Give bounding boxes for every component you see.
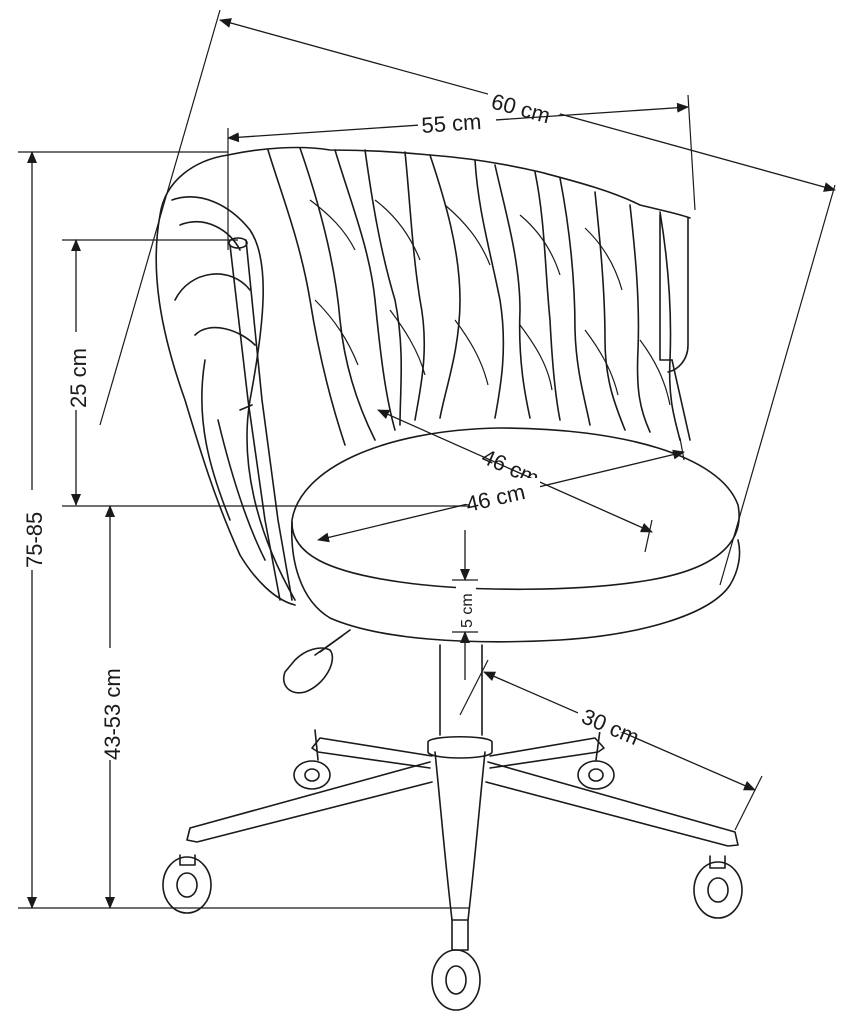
seat-height-label: 43-53 cm <box>100 668 125 760</box>
casters <box>162 760 743 1011</box>
caster-left <box>162 854 212 914</box>
caster-back-left <box>293 760 331 790</box>
gas-lift <box>427 644 493 759</box>
backrest <box>155 146 691 606</box>
backrest-height-label: 25 cm <box>66 348 91 408</box>
caster-back-right <box>577 760 615 790</box>
caster-front <box>431 919 481 1011</box>
dimension-lines <box>18 9 836 909</box>
dimension-labels: 60 cm 55 cm 75-85 25 cm 43-53 cm 46 cm 4… <box>20 88 654 760</box>
chair-drawing <box>155 146 743 1011</box>
seat-thickness-label: 5 cm <box>459 593 476 628</box>
total-height-label: 75-85 <box>22 512 47 568</box>
caster-right <box>693 855 743 919</box>
height-lever <box>283 629 351 694</box>
back-width-label: 55 cm <box>421 109 483 138</box>
